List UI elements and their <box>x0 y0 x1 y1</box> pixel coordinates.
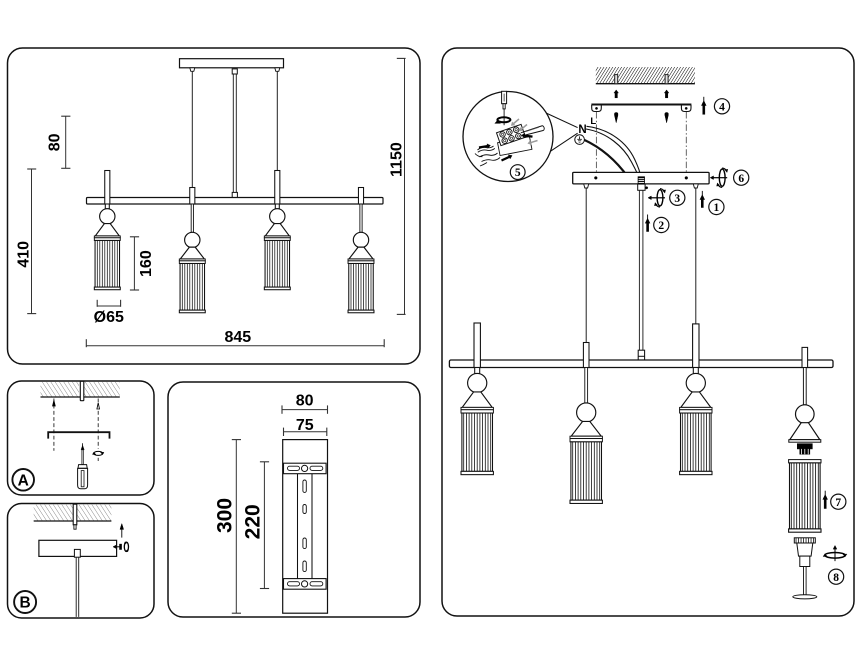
svg-text:160: 160 <box>138 250 155 277</box>
svg-text:80: 80 <box>47 133 64 151</box>
svg-text:4: 4 <box>719 101 725 113</box>
svg-text:7: 7 <box>835 497 841 509</box>
svg-text:8: 8 <box>833 572 839 584</box>
svg-text:N: N <box>578 124 586 136</box>
svg-text:6: 6 <box>738 173 744 185</box>
svg-text:220: 220 <box>242 504 265 539</box>
svg-text:2: 2 <box>658 220 664 232</box>
svg-text:1150: 1150 <box>388 142 405 177</box>
svg-text:5: 5 <box>515 167 521 179</box>
svg-text:3: 3 <box>674 193 680 205</box>
svg-text:A: A <box>18 472 29 489</box>
svg-text:Ø65: Ø65 <box>94 309 124 326</box>
svg-text:75: 75 <box>296 417 314 434</box>
svg-text:410: 410 <box>16 241 33 268</box>
svg-text:845: 845 <box>224 329 251 346</box>
svg-text:300: 300 <box>214 498 237 533</box>
svg-text:80: 80 <box>296 392 314 409</box>
svg-text:L: L <box>590 116 596 127</box>
svg-text:1: 1 <box>714 202 720 214</box>
svg-text:B: B <box>19 595 30 612</box>
